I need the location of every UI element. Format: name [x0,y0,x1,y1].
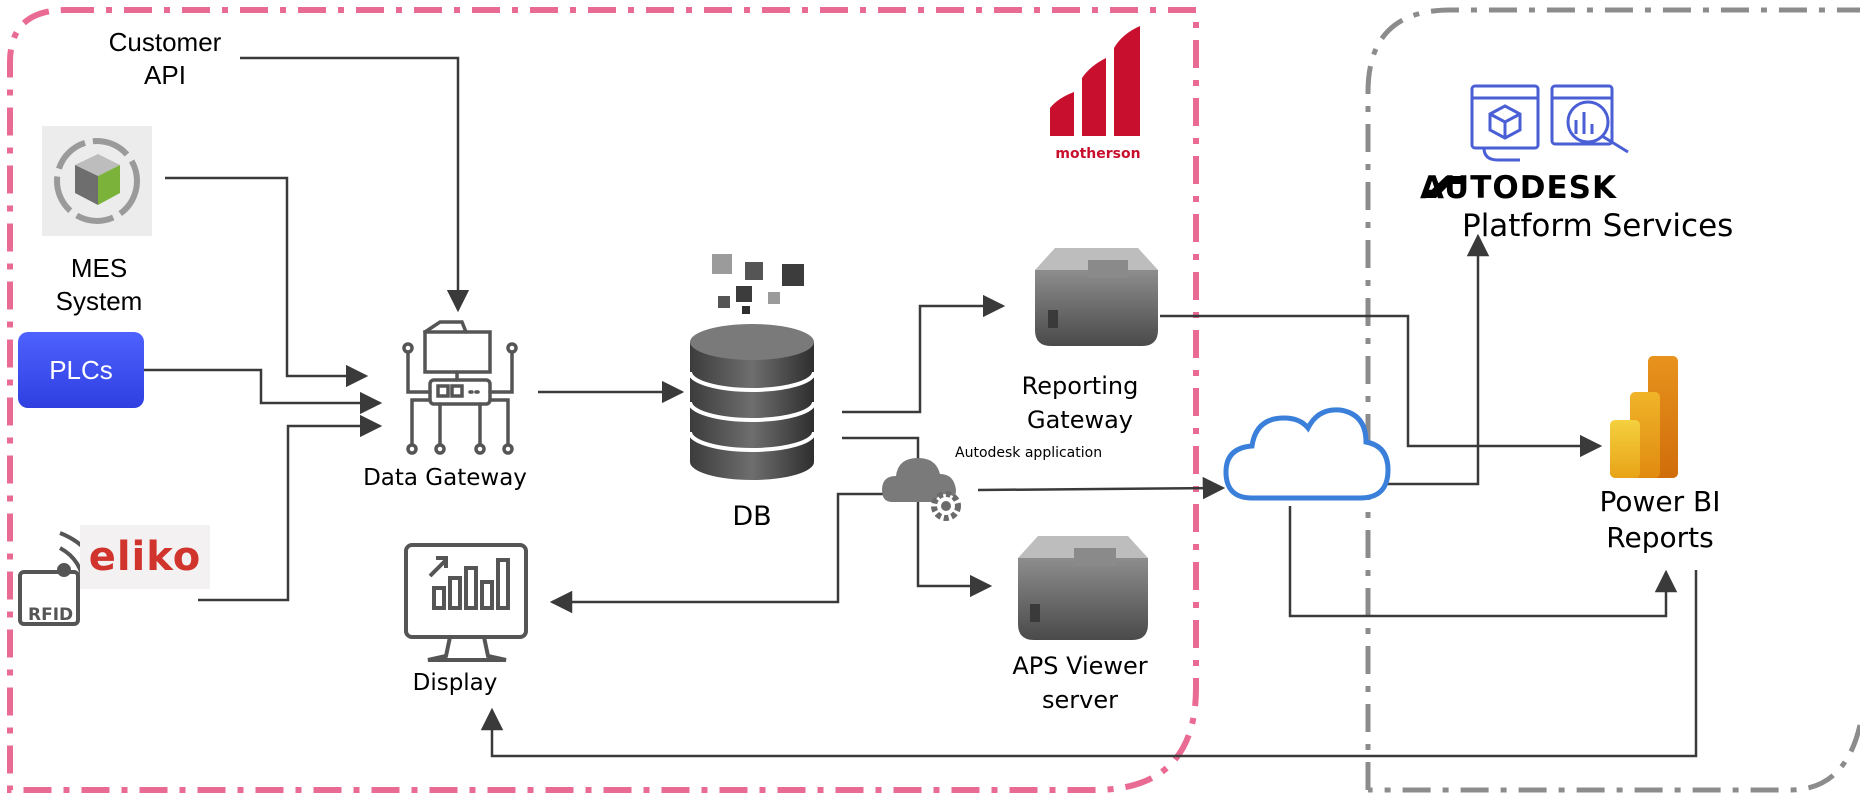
database-icon [688,254,816,480]
display-icon [404,543,528,662]
autodesk-logo-icon [1423,176,1462,198]
edge-customer-api-to-gateway [240,56,470,313]
mes-system-icon [42,126,152,236]
connectors [144,56,1698,758]
autodesk-wordmark: AUTODESK [1420,170,1617,206]
motherson-logo-text: motherson [1055,146,1141,162]
rfid-icon: RFID [18,531,102,626]
edge-mes-to-gateway [165,176,369,388]
edge-app-to-cloud [977,476,1226,500]
display-label: Display [412,670,498,696]
db-label: DB [732,501,772,532]
aps-viewer-server-icon [1018,536,1148,640]
reporting-gateway-server-icon [1035,248,1158,346]
motherson-boundary [7,7,1199,793]
plcs-box: PLCs [18,332,144,408]
edge-rfid-to-gateway [198,414,383,602]
edge-plcs-to-gateway [144,368,383,415]
edge-db-to-reporting-gateway [842,294,1006,414]
edge-powerbi-to-display [480,570,1698,758]
data-gateway-label: Data Gateway [363,465,527,491]
motherson-logo-icon [1050,26,1140,136]
edge-db-to-aps-viewer [842,436,993,598]
eliko-logo: eliko [80,525,210,589]
edge-reporting-to-powerbi [1160,314,1603,458]
data-gateway-icon [402,320,518,455]
power-bi-reports-label: Power BI Reports [1599,485,1721,555]
mes-system-label: MES System [55,253,143,316]
edge-cloud-to-powerbi [1288,506,1678,618]
aps-viewer-server-label: APS Viewer server [1012,652,1148,714]
edge-app-to-display [549,492,892,614]
edge-cloud-to-autodesk [1352,233,1490,486]
autodesk-application-label: Autodesk application [955,445,1103,461]
autodesk-application-icon [882,458,961,521]
autodesk-platform-services-icon [1470,84,1629,162]
customer-api-label: Customer API [108,27,222,90]
cloud-icon [1223,407,1391,501]
platform-services-label: Platform Services [1462,208,1734,244]
rfid-badge-text: RFID [28,605,73,625]
cloud-boundary [1365,7,1860,793]
reporting-gateway-label: Reporting Gateway [1021,372,1139,434]
power-bi-icon [1610,356,1678,478]
